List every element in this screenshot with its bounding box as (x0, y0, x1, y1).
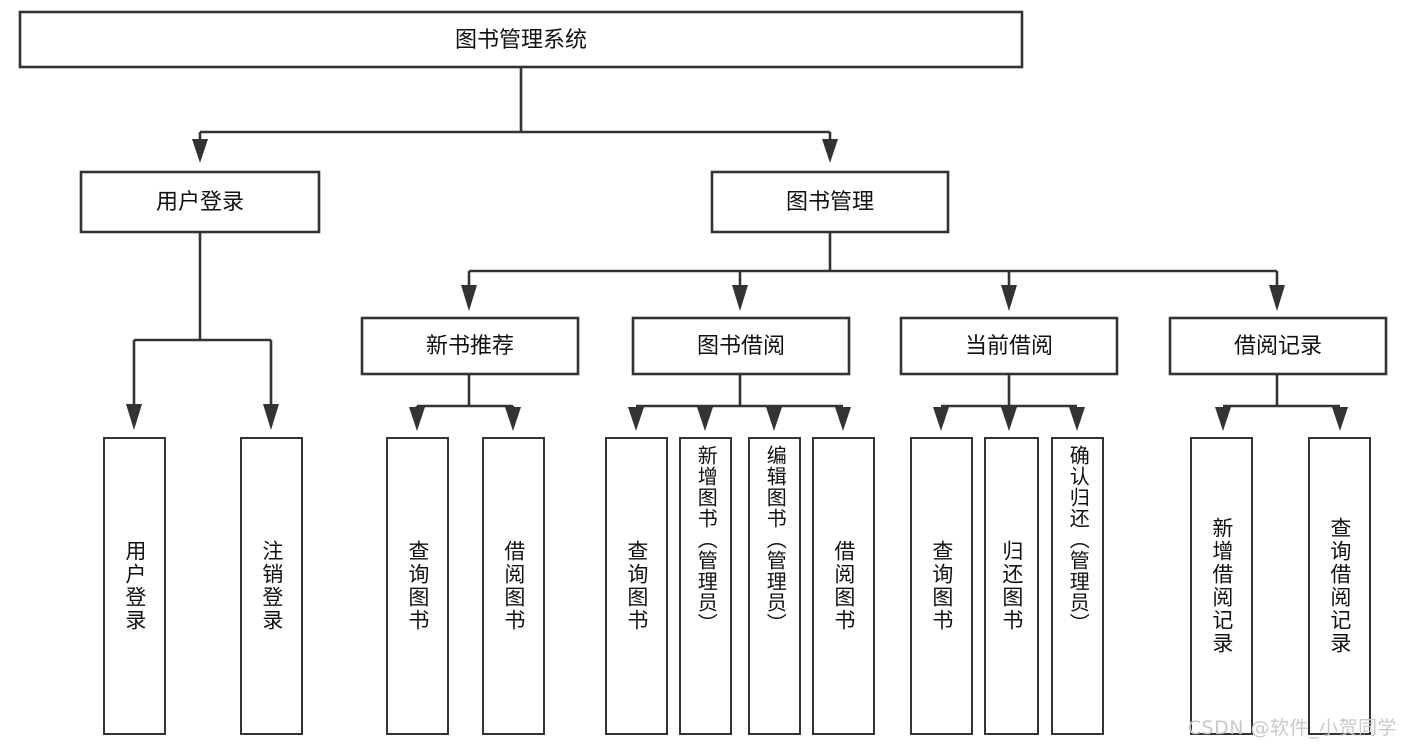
leaf-node-query-record[interactable]: 查询借阅记录 (1308, 437, 1371, 735)
node-borrow-record-label: 借阅记录 (1234, 334, 1322, 359)
node-root-label: 图书管理系统 (455, 28, 587, 53)
leaf-label-confirm-return: 确认归还（管理员） (1066, 445, 1091, 634)
leaf-node-logout[interactable]: 注销登录 (240, 437, 303, 735)
leaf-label-query-book-c: 查询图书 (929, 540, 954, 632)
arrow-head-leaf-query-record (1332, 407, 1348, 431)
node-book-borrow-label: 图书借阅 (697, 334, 785, 359)
node-book-manage-rect[interactable] (710, 170, 950, 234)
leaf-node-confirm-return[interactable]: 确认归还（管理员） (1051, 437, 1104, 735)
leaf-node-query-book-b[interactable]: 查询图书 (605, 437, 668, 735)
arrow-head-leaf-query-book-c (933, 407, 949, 431)
arrow-head-book-manage (822, 139, 838, 163)
connector-group-book-manage (461, 232, 1285, 311)
node-new-book-rec[interactable]: 新书推荐 (360, 316, 580, 376)
arrow-head-book-borrow (732, 285, 748, 311)
node-user-login-rect[interactable] (79, 170, 321, 234)
node-user-login-label: 用户登录 (156, 190, 244, 215)
node-borrow-record[interactable]: 借阅记录 (1168, 316, 1388, 376)
arrow-head-leaf-logout (263, 404, 279, 430)
leaf-node-borrow-book-a[interactable]: 借阅图书 (482, 437, 545, 735)
leaf-label-query-book-b: 查询图书 (624, 540, 649, 632)
arrow-head-leaf-user-login (126, 404, 142, 430)
arrow-head-leaf-add-book (697, 407, 713, 431)
arrow-head-leaf-query-book-a (409, 407, 425, 431)
arrow-head-current-borrow (1001, 285, 1017, 311)
leaf-node-return-book[interactable]: 归还图书 (984, 437, 1039, 735)
arrow-head-leaf-confirm-return (1069, 407, 1085, 431)
connector-group-book-borrow (628, 374, 851, 431)
node-user-login[interactable]: 用户登录 (79, 170, 321, 234)
node-borrow-record-rect[interactable] (1168, 316, 1388, 376)
arrow-head-leaf-query-book-b (628, 407, 644, 431)
arrow-head-new-book-rec (461, 285, 477, 311)
connector-group-borrow-record (1215, 374, 1348, 431)
leaf-node-user-login[interactable]: 用户登录 (103, 437, 166, 735)
node-book-manage-label: 图书管理 (786, 190, 874, 215)
node-current-borrow-label: 当前借阅 (965, 334, 1053, 359)
arrow-head-leaf-borrow-book-a (505, 407, 521, 431)
arrow-head-borrow-record (1269, 285, 1285, 311)
node-book-borrow[interactable]: 图书借阅 (631, 316, 851, 376)
leaf-label-edit-book: 编辑图书（管理员） (763, 445, 788, 634)
node-book-borrow-rect[interactable] (631, 316, 851, 376)
leaf-label-add-record: 新增借阅记录 (1209, 517, 1234, 655)
leaf-node-borrow-book-b[interactable]: 借阅图书 (812, 437, 875, 735)
leaf-node-add-record[interactable]: 新增借阅记录 (1190, 437, 1253, 735)
leaf-label-add-book: 新增图书（管理员） (694, 445, 719, 634)
leaf-label-user-login: 用户登录 (122, 540, 147, 632)
leaf-label-return-book: 归还图书 (999, 540, 1024, 632)
leaf-node-edit-book[interactable]: 编辑图书（管理员） (748, 437, 801, 735)
node-new-book-rec-rect[interactable] (360, 316, 580, 376)
node-root[interactable]: 图书管理系统 (18, 10, 1024, 69)
leaf-node-query-book-a[interactable]: 查询图书 (386, 437, 449, 735)
node-new-book-rec-label: 新书推荐 (426, 334, 514, 359)
connector-group-root (192, 67, 838, 163)
leaf-label-logout: 注销登录 (259, 540, 284, 632)
node-current-borrow[interactable]: 当前借阅 (899, 316, 1119, 376)
arrow-head-leaf-add-record (1215, 407, 1231, 431)
node-current-borrow-rect[interactable] (899, 316, 1119, 376)
leaf-node-query-book-c[interactable]: 查询图书 (910, 437, 973, 735)
leaf-label-query-record: 查询借阅记录 (1327, 517, 1352, 655)
connector-group-current-borrow (933, 374, 1085, 431)
connector-group-new-book-rec (409, 374, 521, 431)
leaf-label-borrow-book-b: 借阅图书 (831, 540, 856, 632)
leaf-label-query-book-a: 查询图书 (405, 540, 430, 632)
arrow-head-leaf-edit-book (766, 407, 782, 431)
connector-group-user-login (126, 232, 279, 430)
leaf-label-borrow-book-a: 借阅图书 (501, 540, 526, 632)
node-book-manage[interactable]: 图书管理 (710, 170, 950, 234)
node-root-rect[interactable] (18, 10, 1024, 69)
arrow-head-leaf-borrow-book-b (835, 407, 851, 431)
arrow-head-leaf-return-book (1001, 407, 1017, 431)
leaf-node-add-book[interactable]: 新增图书（管理员） (679, 437, 732, 735)
arrow-head-user-login (192, 139, 208, 163)
